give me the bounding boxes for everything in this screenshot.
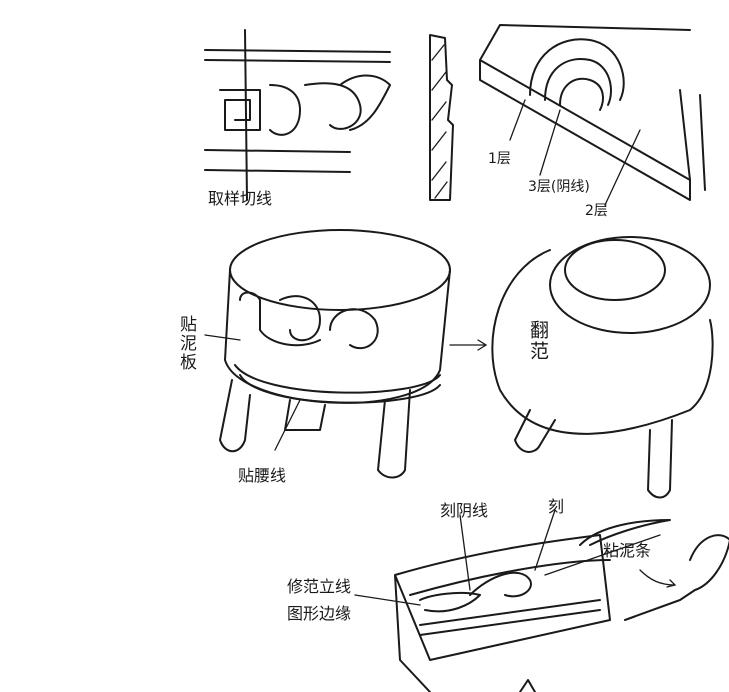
label-trim-mold-line: 修范立线 [287, 577, 352, 596]
label-layer-3: 3层(阴线) [528, 179, 590, 195]
pattern-strip-sketch [204, 29, 391, 201]
label-carve-intaglio-line: 刻阴线 [440, 501, 489, 520]
label-stick-clay-strip: 粘泥条 [603, 541, 652, 560]
label-flip-mold: 翻范 [527, 320, 549, 362]
label-layer-2: 2层 [585, 203, 608, 219]
label-carve: 刻 [548, 497, 565, 516]
label-figure-edge: 图形边缘 [287, 604, 352, 623]
carving-slab-sketch [354, 509, 729, 692]
label-attach-clay-slab: 贴泥板 [176, 315, 196, 372]
label-attach-waist-line: 贴腰线 [238, 466, 287, 485]
layered-block-sketch [479, 24, 706, 206]
label-layer-1: 1层 [488, 151, 511, 167]
tripod-clay-slab-sketch [204, 229, 488, 479]
flipped-mold-sketch [491, 236, 714, 499]
label-sample-cut-line: 取样切线 [208, 189, 273, 208]
cross-section-sketch [429, 34, 454, 201]
